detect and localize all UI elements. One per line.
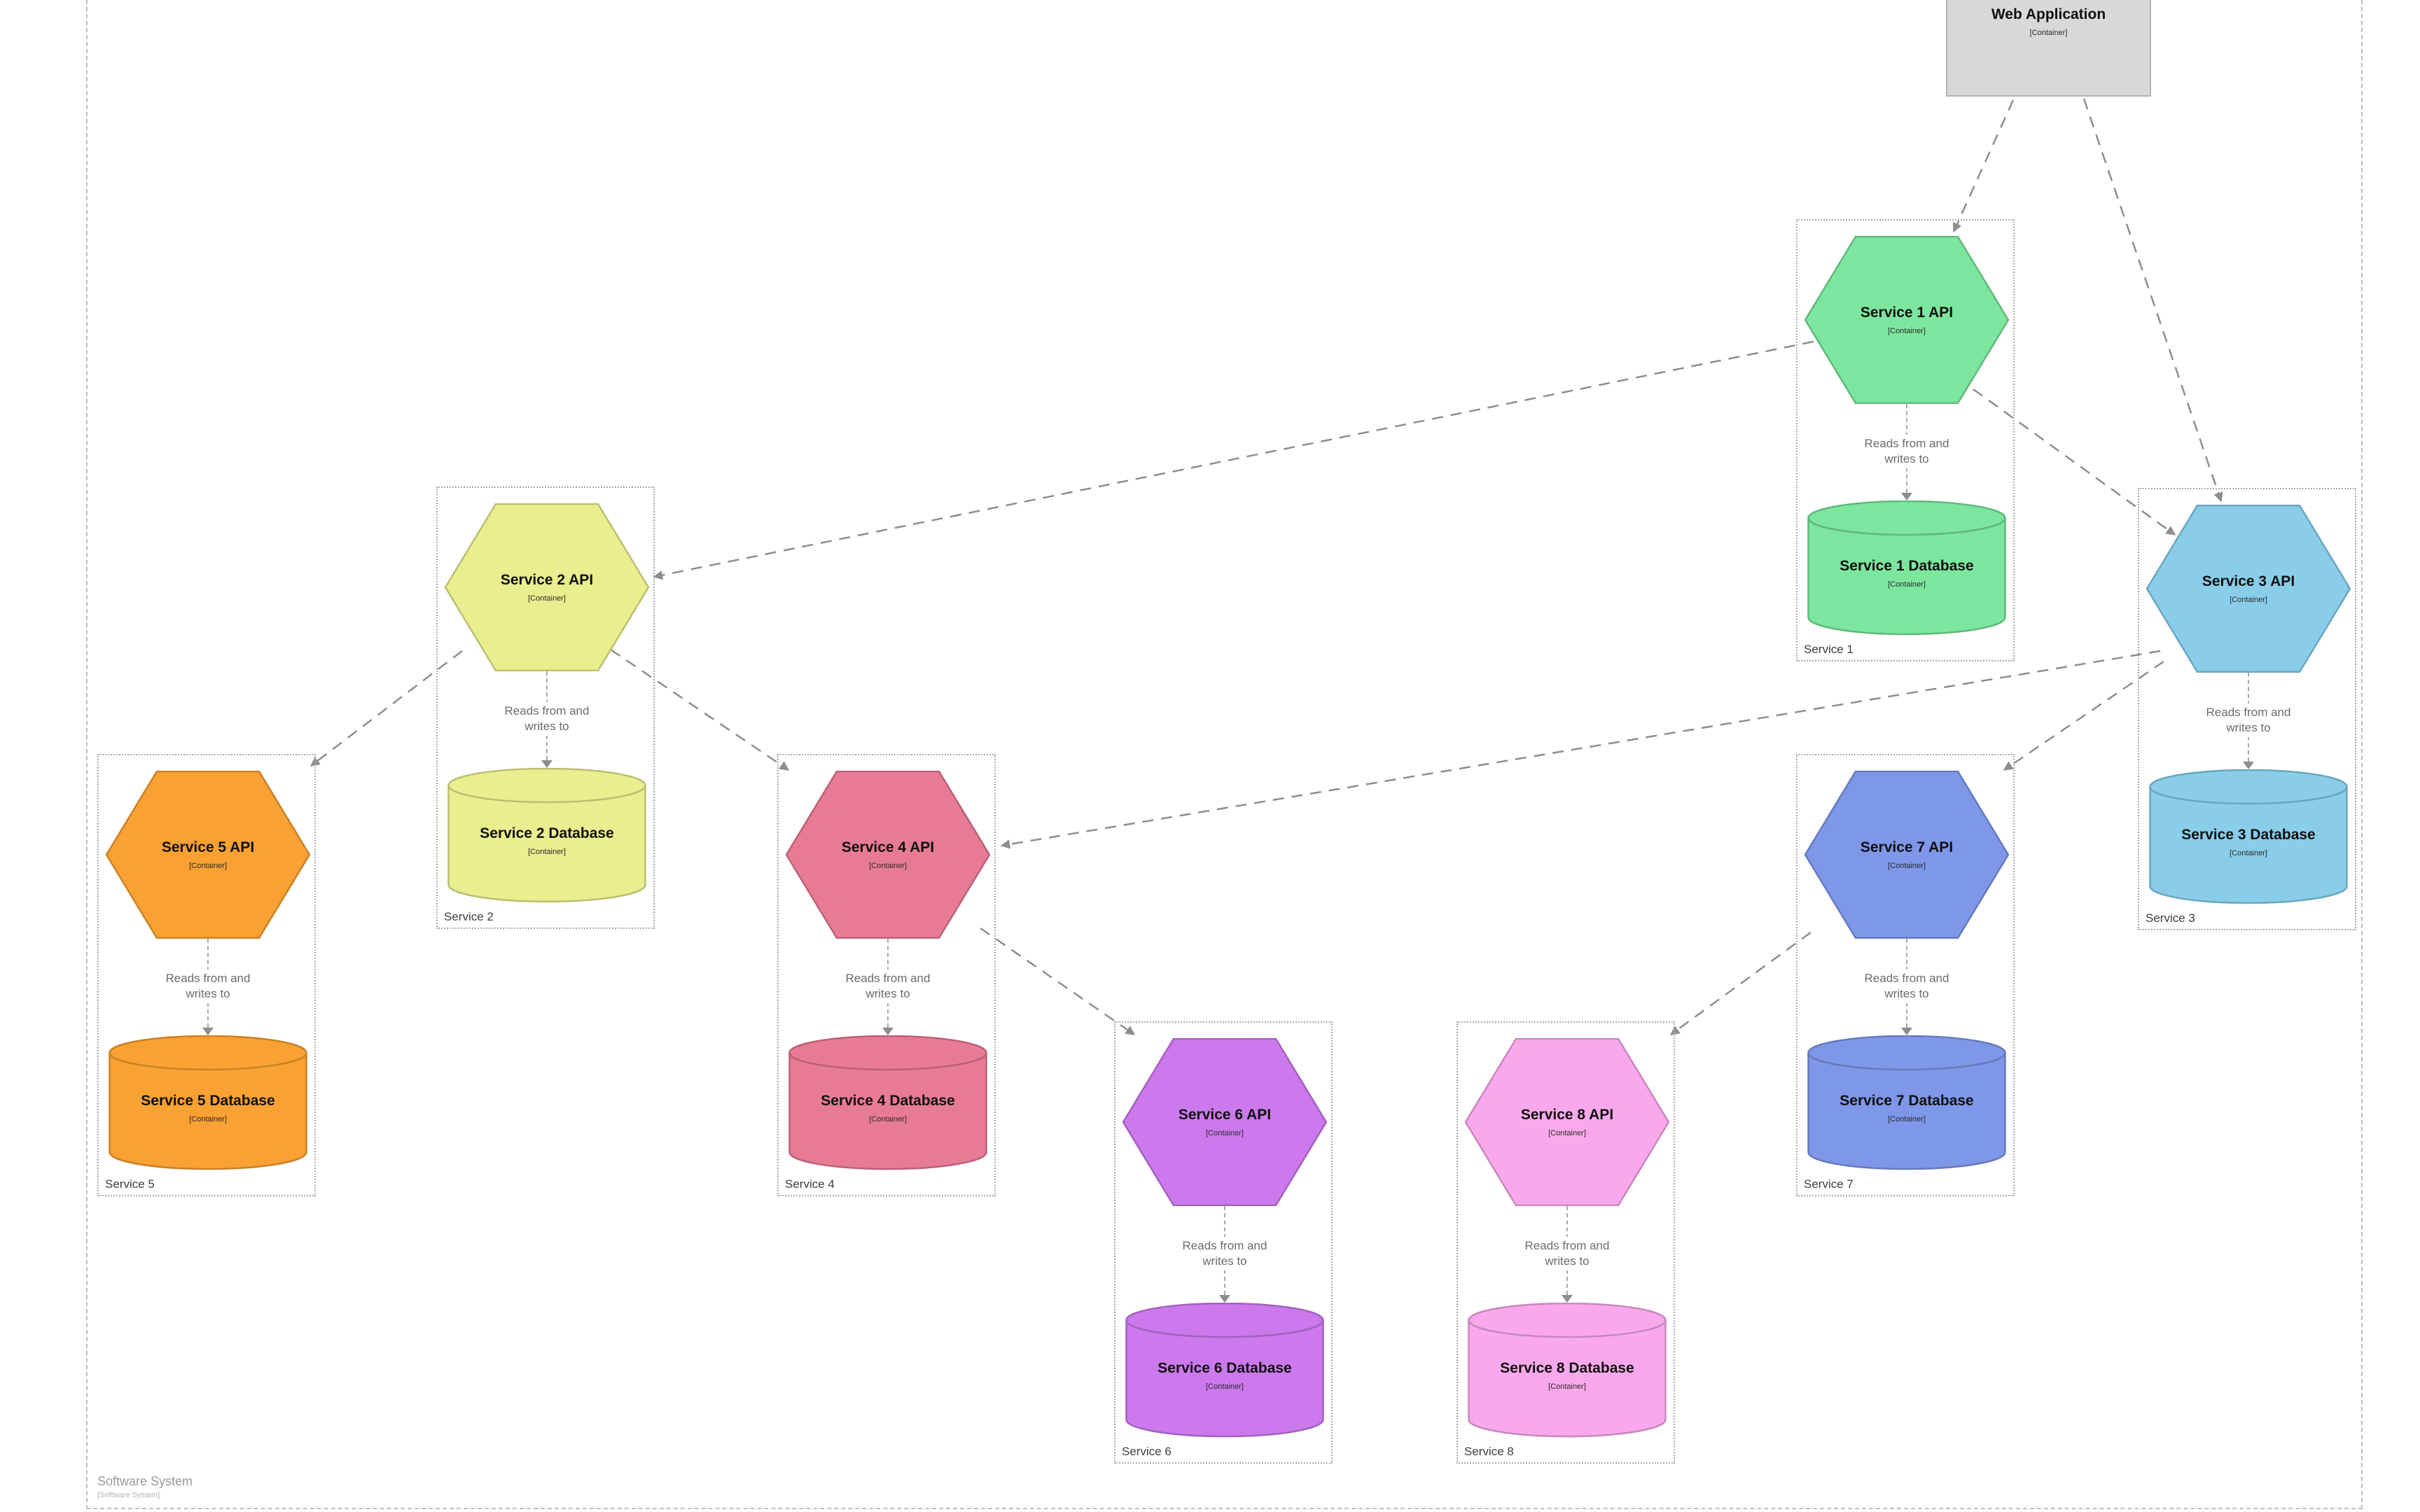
cylinder-shape	[1807, 1035, 2006, 1170]
web-application-title: Web Application	[1991, 6, 2106, 23]
connector-arrowhead-icon	[1562, 1295, 1573, 1303]
software-system-name: Software System	[97, 1474, 193, 1488]
service-8-db-node[interactable]: Service 8 Database[Container]	[1468, 1303, 1667, 1438]
db-relationship-label: Reads from and writes to	[1162, 1237, 1288, 1271]
service-4-db-node[interactable]: Service 4 Database[Container]	[788, 1035, 987, 1171]
db-relationship-label-line1: Reads from and	[845, 972, 931, 985]
db-relationship-label-line1: Reads from and	[1864, 437, 1949, 450]
db-relationship-label: Reads from and writes to	[145, 969, 271, 1004]
service-7-boundary: Service 7 API[Container] Reads from and wr…	[1796, 754, 2015, 1196]
db-relationship-label-line1: Reads from and	[1524, 1239, 1610, 1252]
connector-arrowhead-icon	[2243, 762, 2254, 769]
service-6-boundary: Service 6 API[Container] Reads from and wr…	[1114, 1021, 1333, 1464]
db-relationship-label-line1: Reads from and	[1864, 972, 1949, 985]
db-relationship-label: Reads from and writes to	[1844, 435, 1970, 469]
db-relationship-label-line2: writes to	[524, 720, 569, 734]
web-application-subtitle: [Container]	[2029, 28, 2068, 37]
db-relationship-label-line1: Reads from and	[165, 972, 251, 985]
connector-arrowhead-icon	[541, 760, 552, 768]
service-2-api-node[interactable]: Service 2 API[Container]	[445, 503, 649, 671]
db-relationship-label: Reads from and writes to	[825, 969, 951, 1004]
service-1-db-node[interactable]: Service 1 Database[Container]	[1807, 500, 2006, 636]
connector-arrowhead-icon	[202, 1028, 214, 1035]
cylinder-shape	[1807, 500, 2006, 636]
service-2-db-node[interactable]: Service 2 Database[Container]	[447, 768, 646, 904]
db-relationship-label: Reads from and writes to	[1844, 969, 1970, 1004]
service-3-boundary: Service 3 API[Container] Reads from and wr…	[2138, 488, 2356, 930]
db-relationship-label: Reads from and writes to	[2185, 704, 2311, 738]
software-system-label: Software System [Software System]	[97, 1474, 193, 1499]
cylinder-shape	[447, 768, 646, 903]
service-7-api-node[interactable]: Service 7 API[Container]	[1804, 771, 2009, 939]
service-boundary-label: Service 2	[444, 910, 494, 923]
service-boundary-label: Service 5	[105, 1177, 155, 1191]
service-boundary-label: Service 7	[1804, 1177, 1854, 1191]
service-7-db-node[interactable]: Service 7 Database[Container]	[1807, 1035, 2006, 1171]
db-relationship-label-line2: writes to	[2226, 721, 2271, 735]
db-relationship-label-line2: writes to	[1884, 452, 1929, 466]
db-relationship-label-line2: writes to	[1202, 1254, 1247, 1268]
hexagon-shape	[1804, 236, 2009, 404]
service-boundary-label: Service 3	[2146, 911, 2195, 925]
service-6-db-node[interactable]: Service 6 Database[Container]	[1125, 1303, 1324, 1438]
connector-arrowhead-icon	[1219, 1295, 1230, 1303]
db-relationship-label-line2: writes to	[1884, 987, 1929, 1001]
service-boundary-label: Service 8	[1464, 1445, 1514, 1458]
service-4-api-node[interactable]: Service 4 API[Container]	[786, 771, 990, 939]
cylinder-shape	[788, 1035, 987, 1170]
db-relationship-label-line2: writes to	[1545, 1254, 1590, 1268]
service-5-boundary: Service 5 API[Container] Reads from and wr…	[97, 754, 316, 1196]
service-3-db-node[interactable]: Service 3 Database[Container]	[2149, 769, 2348, 905]
service-1-boundary: Service 1 API[Container] Reads from and wr…	[1796, 219, 2015, 662]
hexagon-shape	[1804, 771, 2009, 939]
cylinder-shape	[1468, 1303, 1667, 1438]
connector-arrowhead-icon	[1901, 493, 1912, 500]
cylinder-shape	[109, 1035, 307, 1170]
connector-arrowhead-icon	[1901, 1028, 1912, 1035]
db-relationship-label-line2: writes to	[865, 987, 910, 1001]
hexagon-shape	[1122, 1038, 1327, 1206]
cylinder-shape	[1125, 1303, 1324, 1438]
connector-arrowhead-icon	[882, 1028, 893, 1035]
service-boundary-label: Service 1	[1804, 643, 1854, 656]
service-6-api-node[interactable]: Service 6 API[Container]	[1122, 1038, 1327, 1206]
service-5-db-node[interactable]: Service 5 Database[Container]	[109, 1035, 307, 1171]
db-relationship-label: Reads from and writes to	[1504, 1237, 1630, 1271]
hexagon-shape	[106, 771, 310, 939]
db-relationship-label: Reads from and writes to	[484, 702, 610, 736]
db-relationship-label-line1: Reads from and	[504, 704, 590, 718]
service-boundary-label: Service 4	[785, 1177, 835, 1191]
db-relationship-label-line1: Reads from and	[1182, 1239, 1267, 1252]
cylinder-shape	[2149, 769, 2348, 904]
hexagon-shape	[2146, 505, 2351, 673]
hexagon-shape	[445, 503, 649, 671]
service-1-api-node[interactable]: Service 1 API[Container]	[1804, 236, 2009, 404]
service-2-boundary: Service 2 API[Container] Reads from and wr…	[436, 486, 655, 929]
db-relationship-label-line2: writes to	[186, 987, 230, 1001]
service-8-boundary: Service 8 API[Container] Reads from and wr…	[1456, 1021, 1675, 1464]
software-system-tag: [Software System]	[97, 1491, 160, 1499]
software-system-boundary: Software System [Software System]	[86, 0, 2363, 1509]
web-application-node[interactable]: Web Application [Container]	[1946, 0, 2151, 97]
hexagon-shape	[786, 771, 990, 939]
service-5-api-node[interactable]: Service 5 API[Container]	[106, 771, 310, 939]
service-4-boundary: Service 4 API[Container] Reads from and wr…	[777, 754, 996, 1196]
hexagon-shape	[1465, 1038, 1669, 1206]
service-boundary-label: Service 6	[1122, 1445, 1171, 1458]
db-relationship-label-line1: Reads from and	[2206, 706, 2291, 719]
service-3-api-node[interactable]: Service 3 API[Container]	[2146, 505, 2351, 673]
service-8-api-node[interactable]: Service 8 API[Container]	[1465, 1038, 1669, 1206]
